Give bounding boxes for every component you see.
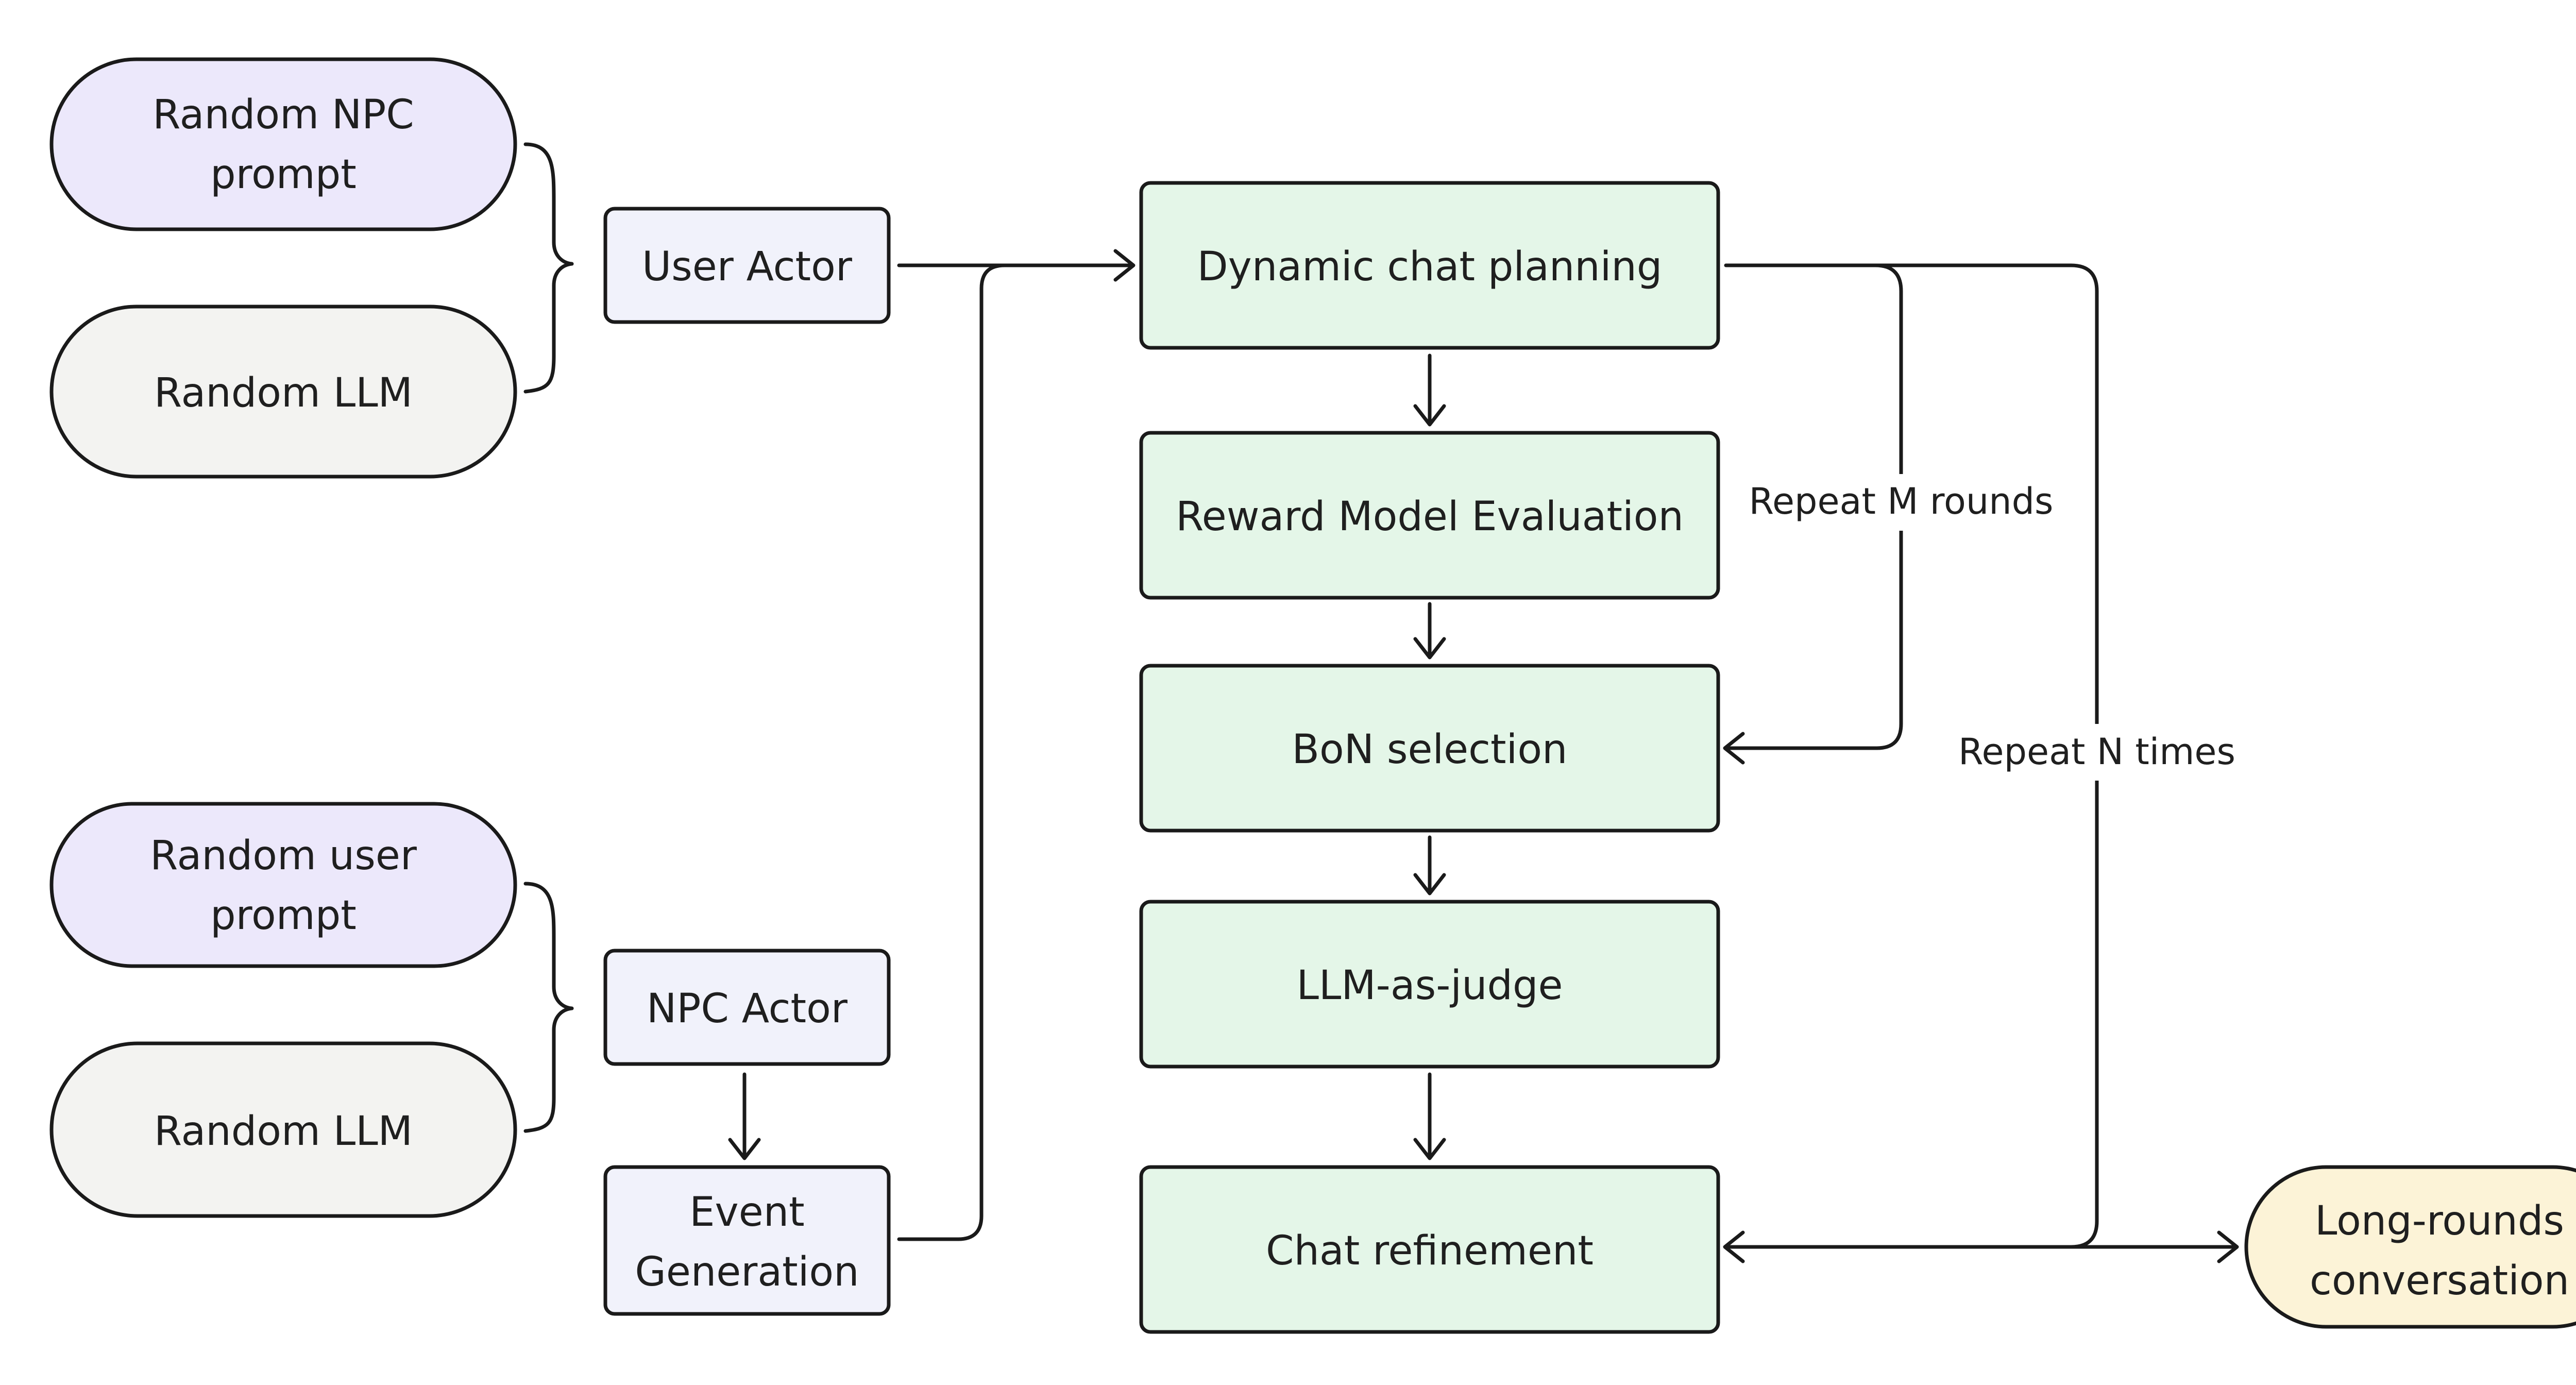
node-label-line: BoN selection bbox=[1292, 727, 1568, 773]
node-label-line: Event bbox=[689, 1189, 804, 1236]
brace-bottom bbox=[523, 882, 574, 1133]
node-label: BoN selection bbox=[1292, 727, 1568, 773]
node-shape bbox=[1139, 900, 1720, 1069]
brace-top bbox=[523, 142, 574, 394]
edge-event-generation-to-planning bbox=[897, 263, 1007, 1241]
node-label: Random NPC prompt bbox=[152, 92, 414, 198]
node-label-line: Reward Model Evaluation bbox=[1176, 494, 1684, 540]
node-shape bbox=[603, 949, 891, 1066]
node-label-line: Chat refinement bbox=[1266, 1228, 1594, 1274]
node-shape bbox=[1139, 431, 1720, 600]
node-label-line: NPC Actor bbox=[647, 986, 848, 1032]
node-shape bbox=[603, 207, 891, 324]
node-label-line: User Actor bbox=[642, 244, 853, 290]
node-shape bbox=[1139, 664, 1720, 833]
arrowhead-bon-top bbox=[1413, 637, 1446, 660]
label-bg-repeat-m bbox=[1747, 474, 2056, 531]
edge-repeat-n-loop bbox=[1873, 263, 2099, 1249]
node-label-line: Random NPC bbox=[152, 92, 414, 138]
node-shape bbox=[49, 305, 517, 479]
node-npc-actor: NPC Actor bbox=[603, 949, 891, 1066]
arrowhead-reward-top bbox=[1413, 404, 1446, 427]
arrowhead-planning-left bbox=[1113, 249, 1136, 282]
node-label: Chat refinement bbox=[1266, 1228, 1594, 1274]
node-random-llm-bottom: Random LLM bbox=[49, 1041, 517, 1218]
node-label-line: conversation bbox=[2310, 1258, 2569, 1304]
arrowhead-judge-top bbox=[1413, 873, 1446, 896]
node-label-line: Long-rounds bbox=[2315, 1198, 2564, 1244]
node-reward-model-evaluation: Reward Model Evaluation bbox=[1139, 431, 1720, 600]
node-shape bbox=[49, 802, 517, 968]
node-label-line: Random LLM bbox=[154, 1108, 413, 1155]
node-label: Dynamic chat planning bbox=[1197, 244, 1663, 290]
node-long-rounds-conversation: Long-rounds conversation bbox=[2244, 1165, 2576, 1329]
arrowhead-bon-right bbox=[1723, 732, 1745, 765]
label-repeat-m-rounds: Repeat M rounds bbox=[1749, 480, 2053, 522]
node-label-line: Generation bbox=[635, 1249, 859, 1295]
node-label-line: Random LLM bbox=[154, 370, 413, 416]
node-random-llm-top: Random LLM bbox=[49, 305, 517, 479]
node-random-npc-prompt: Random NPC prompt bbox=[49, 57, 517, 231]
node-label: Random LLM bbox=[154, 370, 413, 416]
arrowhead-output-left bbox=[2217, 1230, 2239, 1263]
node-dynamic-chat-planning: Dynamic chat planning bbox=[1139, 181, 1720, 350]
node-bon-selection: BoN selection bbox=[1139, 664, 1720, 833]
node-shape bbox=[49, 1041, 517, 1218]
node-label-line: LLM-as-judge bbox=[1296, 962, 1563, 1009]
node-label-line: prompt bbox=[210, 892, 357, 939]
node-llm-as-judge: LLM-as-judge bbox=[1139, 900, 1720, 1069]
arrowhead-refinement-top bbox=[1413, 1138, 1446, 1160]
node-chat-refinement: Chat refinement bbox=[1139, 1165, 1720, 1334]
label-bg-repeat-n bbox=[1953, 724, 2241, 781]
node-shape bbox=[2244, 1165, 2576, 1329]
node-label-line: Dynamic chat planning bbox=[1197, 244, 1663, 290]
node-shape bbox=[1139, 1165, 1720, 1334]
label-repeat-n-times: Repeat N times bbox=[1958, 731, 2235, 773]
node-shape bbox=[49, 57, 517, 231]
node-label: Random LLM bbox=[154, 1108, 413, 1155]
node-label-line: prompt bbox=[210, 151, 357, 198]
node-user-actor: User Actor bbox=[603, 207, 891, 324]
node-shape bbox=[1139, 181, 1720, 350]
node-label: Long-rounds conversation bbox=[2310, 1198, 2569, 1304]
node-label: NPC Actor bbox=[647, 986, 848, 1032]
node-label: Random user prompt bbox=[150, 833, 417, 939]
node-random-user-prompt: Random user prompt bbox=[49, 802, 517, 968]
node-label: Reward Model Evaluation bbox=[1176, 494, 1684, 540]
node-label: LLM-as-judge bbox=[1296, 962, 1563, 1009]
arrowhead-event-top bbox=[728, 1138, 761, 1160]
node-shape bbox=[603, 1165, 891, 1316]
node-label: User Actor bbox=[642, 244, 853, 290]
node-label-line: Random user bbox=[150, 833, 417, 879]
arrowhead-refinement-right bbox=[1723, 1230, 1745, 1263]
